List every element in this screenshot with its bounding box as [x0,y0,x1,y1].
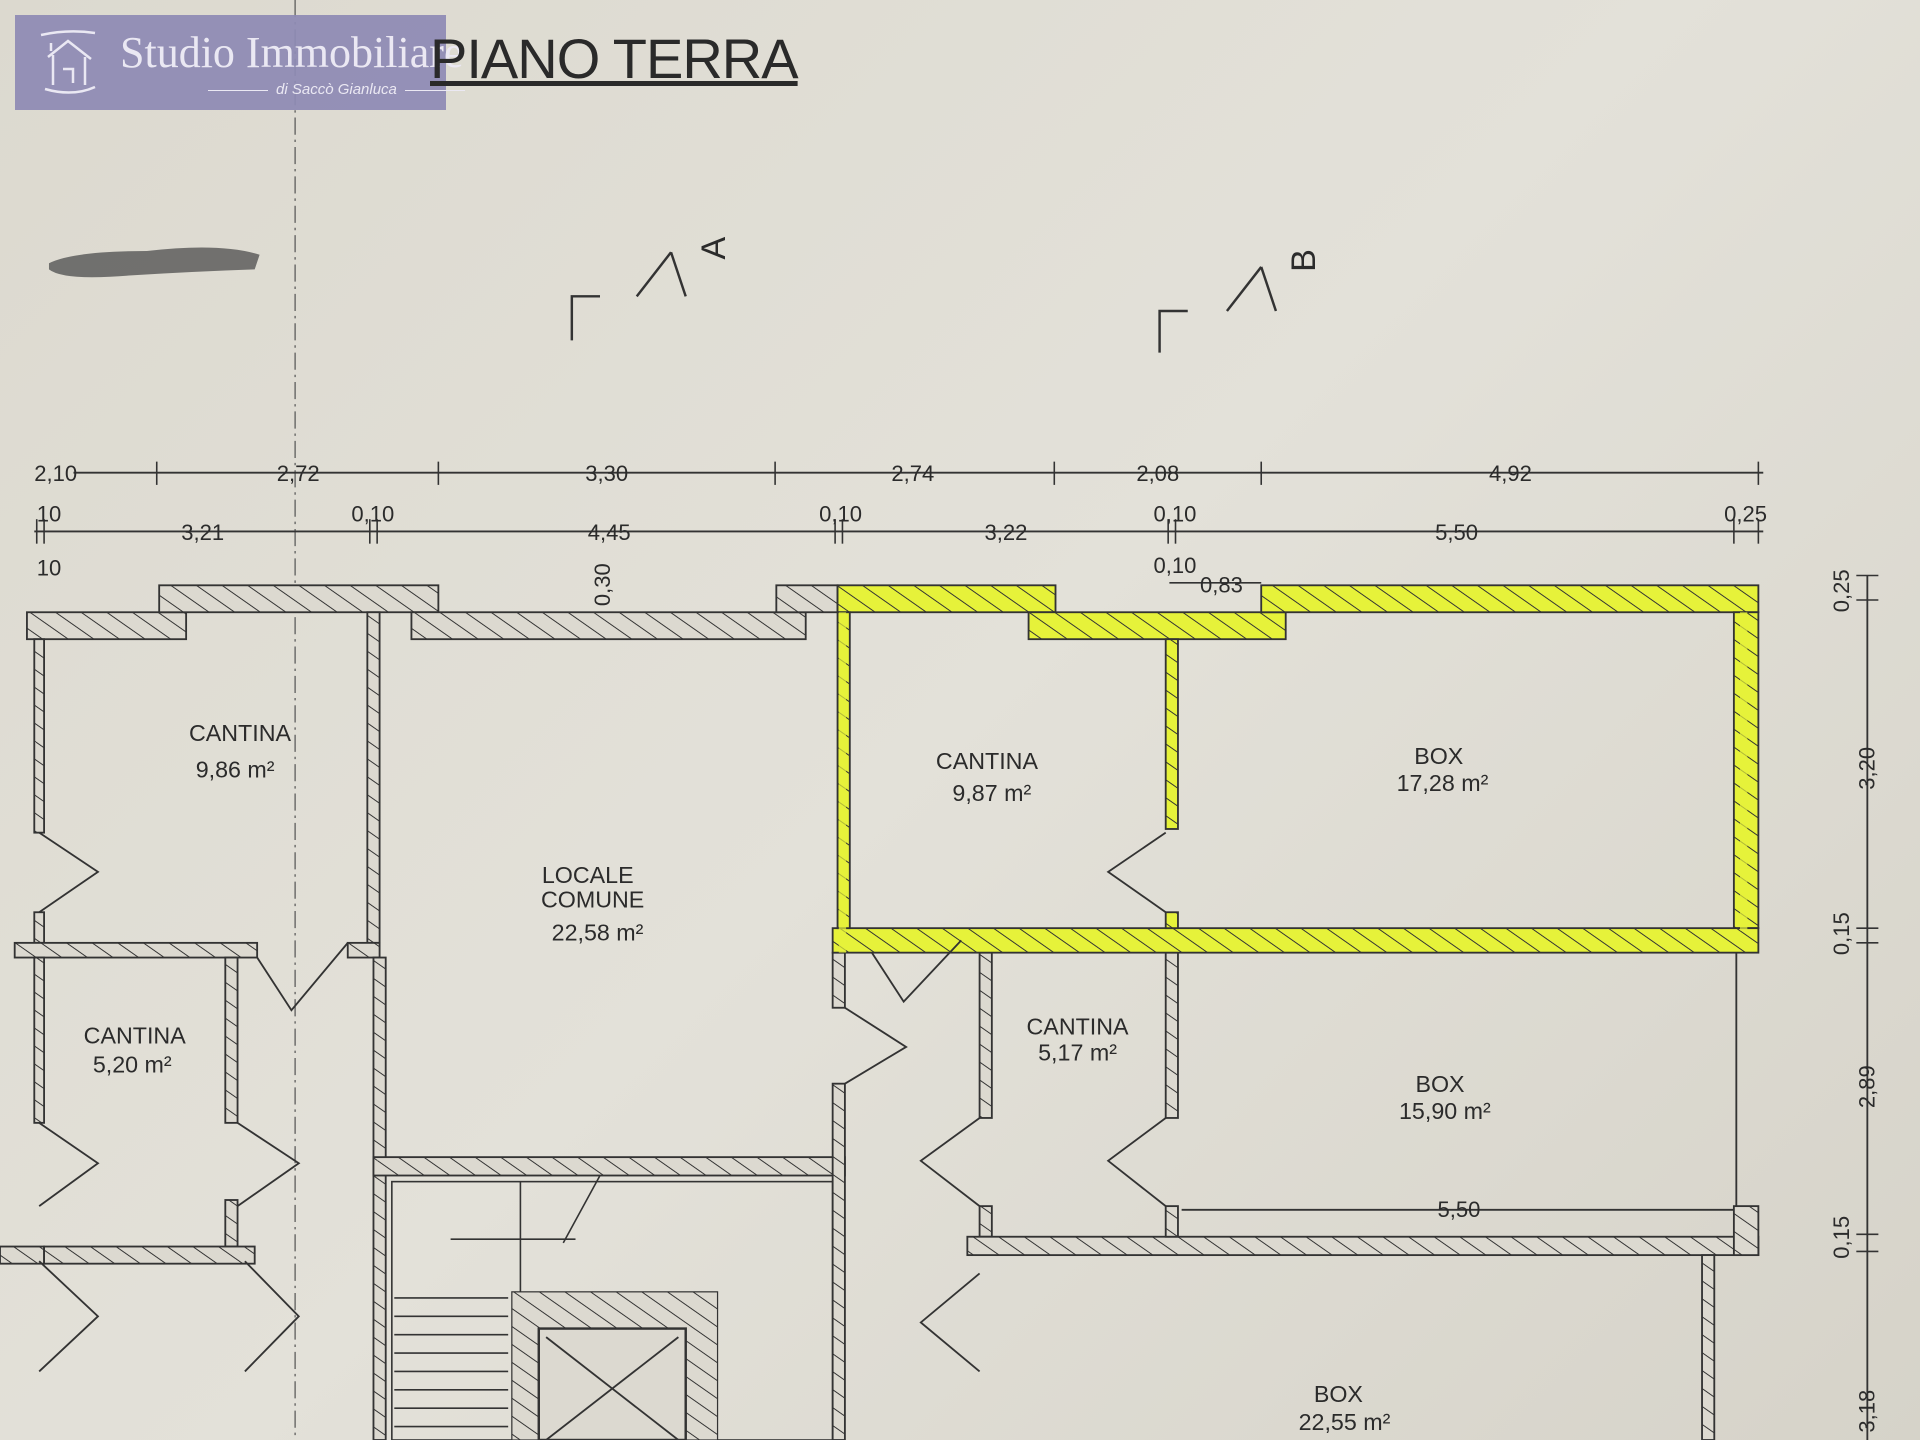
dim-label: 2,89 [1855,1065,1880,1108]
room-area: 22,55 m² [1299,1409,1391,1435]
agency-logo: Studio Immobiliare di Saccò Gianluca [15,15,463,110]
dim-label: 10 [37,502,62,527]
section-mark-a [570,251,687,341]
highlight-stroke [838,612,1748,953]
room-name: LOCALE [542,862,634,888]
dim-label: 0,15 [1829,1216,1854,1259]
room-name: BOX [1314,1381,1364,1407]
dim-label: 0,30 [590,563,615,606]
dimension-labels-row2: 10 3,21 0,10 4,45 0,10 3,22 0,10 5,50 0,… [37,502,1767,545]
dim-label: 10 [37,556,62,581]
room-cantina-2[interactable]: CANTINA 5,20 m² [84,1022,187,1077]
dim-label: 2,74 [891,461,934,486]
dim-label: 0,10 [351,502,394,527]
page-title: PIANO TERRA [430,27,799,90]
room-cantina-highlighted[interactable]: CANTINA 9,87 m² [936,748,1039,806]
room-area: 17,28 m² [1397,770,1489,796]
logo-name: Studio Immobiliare [120,28,464,77]
dim-label: 0,10 [1153,502,1196,527]
dim-label: 3,21 [181,520,224,545]
room-area: 22,58 m² [552,919,644,945]
stair-steps [394,1297,509,1428]
dim-label: 0,83 [1200,573,1243,598]
room-area: 15,90 m² [1399,1098,1491,1124]
dim-label: 4,45 [588,520,631,545]
dim-label: 4,92 [1489,461,1532,486]
dimension-labels-right: 0,25 3,20 0,15 2,89 0,15 3,18 [1829,569,1880,1432]
elevator-shaft [511,1291,719,1440]
dim-label: 2,08 [1136,461,1179,486]
dim-label: 3,30 [585,461,628,486]
dim-label: 2,72 [277,461,320,486]
ink-smudge [48,247,260,278]
dimension-lines [34,461,1879,1440]
dim-label: 3,22 [984,520,1027,545]
room-cantina-1[interactable]: CANTINA 9,86 m² [189,720,292,783]
room-area: 5,20 m² [93,1052,172,1078]
dim-label: 0,25 [1724,502,1767,527]
room-name: CANTINA [84,1022,187,1048]
dim-label: 3,18 [1855,1390,1880,1433]
logo-subtitle: di Saccò Gianluca [200,81,473,98]
dim-label: 0,10 [819,502,862,527]
section-label-a: A [695,237,733,260]
dim-label: 0,15 [1829,912,1854,955]
room-area: 9,87 m² [952,780,1031,806]
room-area: 5,17 m² [1038,1039,1117,1065]
dim-label: 2,10 [34,461,77,486]
dim-label: 0,10 [1153,553,1196,578]
dim-label: 0,25 [1829,569,1854,612]
room-name: COMUNE [541,886,644,912]
dimension-labels-row1: 2,10 2,72 3,30 2,74 2,08 4,92 [34,461,1532,486]
walls [0,584,1760,1440]
room-name: CANTINA [936,748,1039,774]
room-name: BOX [1414,743,1464,769]
highlighted-unit-walls [831,584,1760,954]
dim-label: 5,50 [1435,520,1478,545]
room-area: 9,86 m² [196,757,275,783]
doors [38,831,1738,1373]
room-name: BOX [1415,1071,1465,1097]
room-name: CANTINA [189,720,292,746]
house-icon [40,30,96,94]
staircase [391,1175,834,1440]
section-mark-b [1158,266,1278,353]
dim-label: 3,20 [1855,747,1880,790]
dim-label: 5,50 [1438,1197,1481,1222]
section-label-b: B [1285,249,1323,272]
room-name: CANTINA [1027,1014,1130,1040]
